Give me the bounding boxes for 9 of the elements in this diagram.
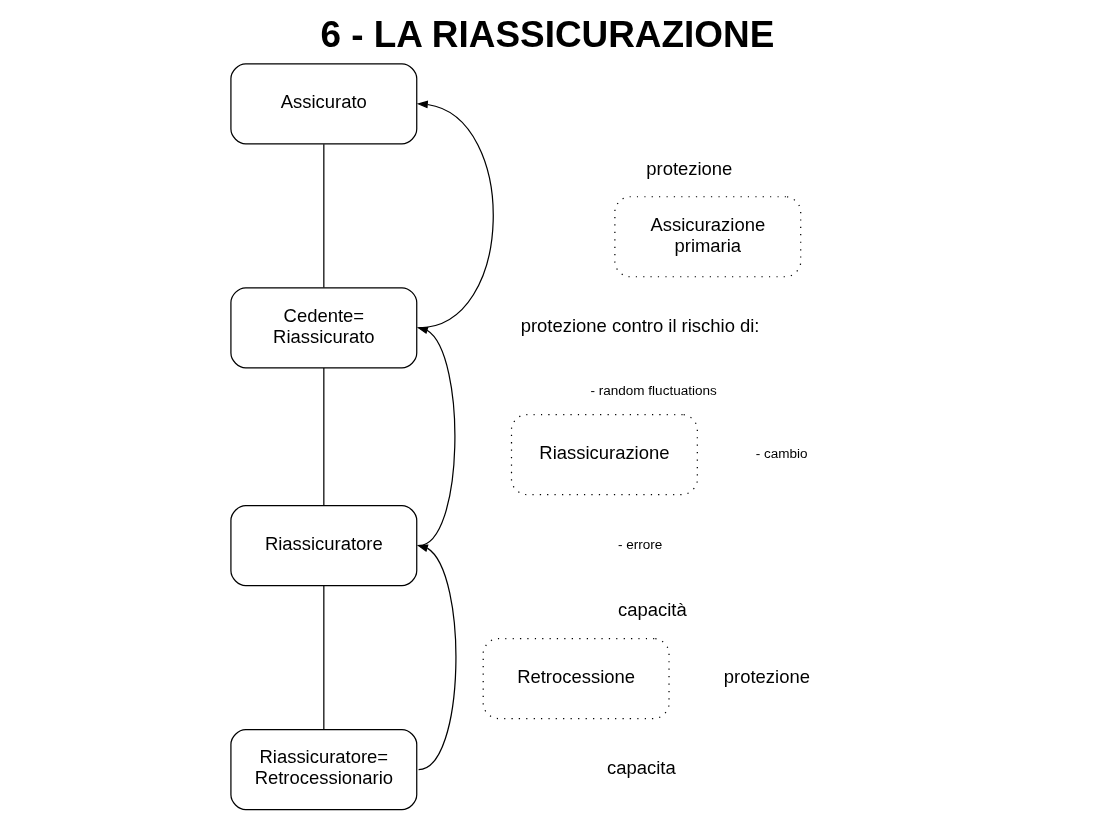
label: protezione contro il rischio di: [520,315,759,337]
label: - errore [617,537,662,553]
label: capacita [606,756,676,778]
label: - random fluctuations [590,382,717,398]
label: protezione [645,157,732,179]
label: protezione [723,665,810,687]
label: - cambio [755,446,808,462]
label: capacità [617,599,687,621]
diagram-title: 6 - LA RIASSICURAZIONE [319,13,774,55]
